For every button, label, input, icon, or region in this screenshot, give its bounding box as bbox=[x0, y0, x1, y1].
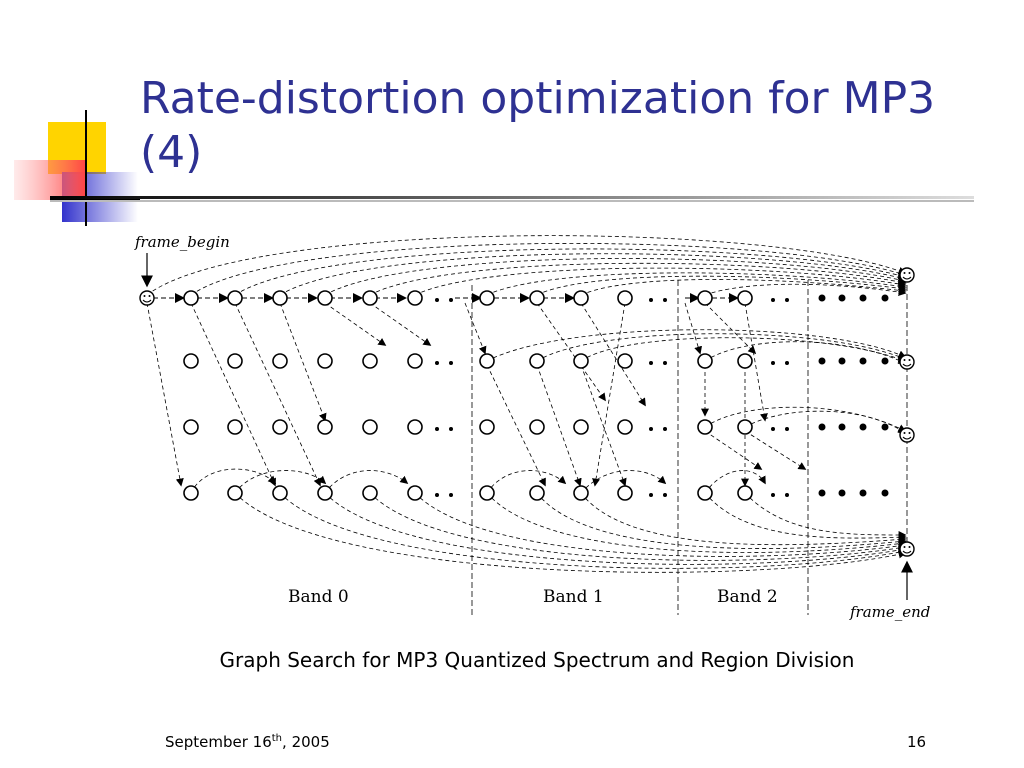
page-number: 16 bbox=[907, 733, 927, 751]
graph-nodes bbox=[183, 290, 753, 501]
title-rule bbox=[50, 196, 974, 202]
return-arcs bbox=[190, 468, 766, 494]
title-line-2: (4) bbox=[140, 127, 203, 178]
figure-caption: Graph Search for MP3 Quantized Spectrum … bbox=[219, 648, 855, 672]
band-1-label: Band 1 bbox=[543, 587, 604, 607]
end-smiley-icon-4 bbox=[899, 541, 915, 557]
frame-end-label: frame_end bbox=[849, 603, 930, 621]
bottom-arcs bbox=[234, 492, 907, 573]
slide-title: Rate-distortion optimization for MP3 (4) bbox=[140, 72, 1000, 180]
logo-red-square bbox=[14, 160, 86, 200]
frame-begin-label: frame_begin bbox=[134, 233, 230, 251]
footer-date-prefix: September 16 bbox=[165, 733, 272, 751]
mid-arcs bbox=[486, 329, 907, 434]
start-smiley-icon bbox=[139, 290, 155, 306]
end-smiley-icon-1 bbox=[899, 267, 915, 283]
ellipsis-dots bbox=[435, 294, 889, 497]
title-line-1: Rate-distortion optimization for MP3 bbox=[140, 73, 936, 124]
footer-date-suffix: , 2005 bbox=[282, 733, 330, 751]
band-0-label: Band 0 bbox=[288, 587, 349, 607]
band-separators bbox=[471, 280, 908, 615]
graph-search-diagram: frame_begin frame_end Band 0 Band 1 Band… bbox=[134, 233, 930, 621]
diagonal-arrows bbox=[146, 302, 807, 487]
footer-date-sup: th bbox=[271, 733, 283, 744]
band-2-label: Band 2 bbox=[717, 587, 778, 607]
end-smiley-icon-3 bbox=[899, 427, 915, 443]
end-smiley-icon-2 bbox=[899, 354, 915, 370]
footer-date: September 16th, 2005 bbox=[165, 733, 330, 751]
top-arcs bbox=[146, 235, 907, 297]
